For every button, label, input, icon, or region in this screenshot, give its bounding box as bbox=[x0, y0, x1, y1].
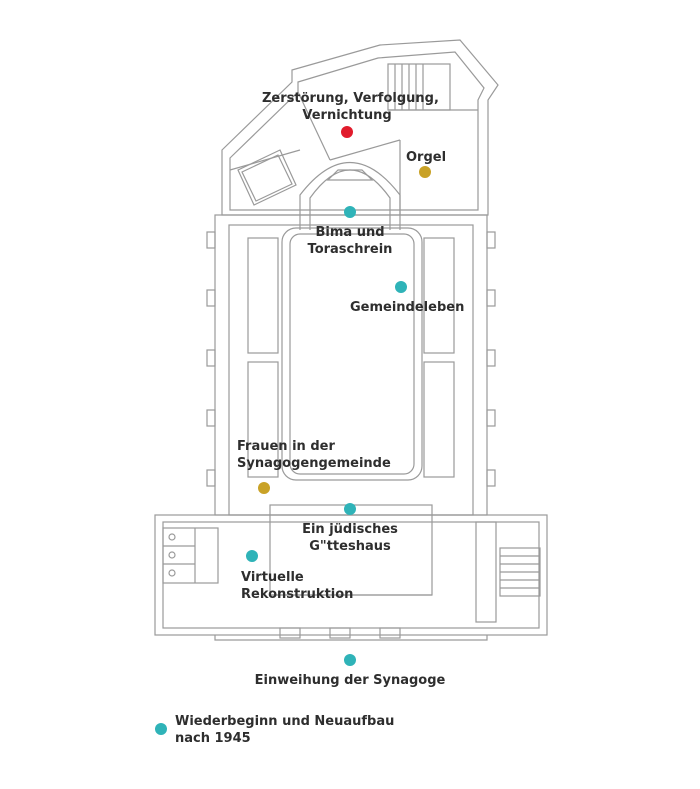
label-gotteshaus: Ein jüdisches G"tteshaus bbox=[290, 521, 410, 555]
label-line: Synagogengemeinde bbox=[237, 456, 391, 471]
label-line: Zerstörung, Verfolgung, bbox=[262, 91, 439, 106]
label-line: Virtuelle bbox=[241, 570, 304, 585]
label-gemeindeleben: Gemeindeleben bbox=[350, 299, 464, 316]
hotspot-gemeindeleben-marker[interactable] bbox=[395, 281, 407, 293]
label-line: Rekonstruktion bbox=[241, 587, 354, 602]
label-virtuelle: Virtuelle Rekonstruktion bbox=[241, 569, 353, 603]
hotspot-einweihung-marker[interactable] bbox=[344, 654, 356, 666]
label-zerstoerung: Zerstörung, Verfolgung, Vernichtung bbox=[262, 90, 439, 124]
hotspot-wiederbeginn-marker[interactable] bbox=[155, 723, 167, 735]
label-line: Gemeindeleben bbox=[350, 300, 465, 315]
label-line: Bima und bbox=[315, 225, 385, 240]
label-bima: Bima und Toraschrein bbox=[290, 224, 410, 258]
label-line: Ein jüdisches bbox=[302, 522, 398, 537]
label-line: nach 1945 bbox=[175, 731, 251, 746]
label-line: Toraschrein bbox=[307, 242, 393, 257]
label-line: Frauen in der bbox=[237, 439, 335, 454]
label-line: Einweihung der Synagoge bbox=[254, 673, 446, 688]
label-orgel: Orgel bbox=[406, 149, 446, 166]
hotspot-zerstoerung-marker[interactable] bbox=[341, 126, 353, 138]
hotspot-orgel-marker[interactable] bbox=[419, 166, 431, 178]
label-einweihung: Einweihung der Synagoge bbox=[250, 672, 450, 689]
label-line: Wiederbeginn und Neuaufbau bbox=[175, 714, 395, 729]
hotspot-bima-marker[interactable] bbox=[344, 206, 356, 218]
label-line: Orgel bbox=[406, 150, 447, 165]
hotspot-gotteshaus-marker[interactable] bbox=[344, 503, 356, 515]
hotspot-virtuelle-marker[interactable] bbox=[246, 550, 258, 562]
label-frauen: Frauen in der Synagogengemeinde bbox=[237, 438, 391, 472]
label-wiederbeginn: Wiederbeginn und Neuaufbau nach 1945 bbox=[175, 713, 394, 747]
label-line: Vernichtung bbox=[302, 108, 392, 123]
hotspot-frauen-marker[interactable] bbox=[258, 482, 270, 494]
label-line: G"tteshaus bbox=[309, 539, 391, 554]
